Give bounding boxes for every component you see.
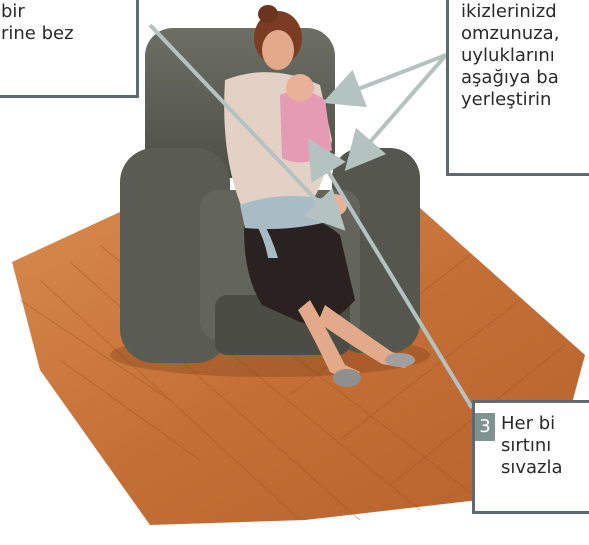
callout-left-line-1: bir (1, 1, 136, 23)
callout-right-line-2: omzunuza, (461, 23, 589, 45)
callout-left-line-2: rine bez (1, 23, 136, 45)
callout-bottom-line-1: Her bi (501, 413, 589, 435)
callout-bottom-line-3: sıvazla (501, 457, 589, 479)
callout-bottom-line-2: sırtını (501, 435, 589, 457)
callout-right-line-5: yerleştirin (461, 89, 589, 111)
callout-right-line-3: uyluklarını (461, 45, 589, 67)
step-number-badge: 3 (475, 413, 495, 441)
callout-box-bottom: 3 Her bi sırtını sıvazla (472, 400, 589, 514)
callout-right-line-4: aşağıya ba (461, 67, 589, 89)
callout-box-left: bir rine bez (0, 0, 139, 98)
callout-right-line-1: ikizlerinizd (461, 1, 589, 23)
callout-box-right: ikizlerinizd omzunuza, uyluklarını aşağı… (446, 0, 589, 176)
